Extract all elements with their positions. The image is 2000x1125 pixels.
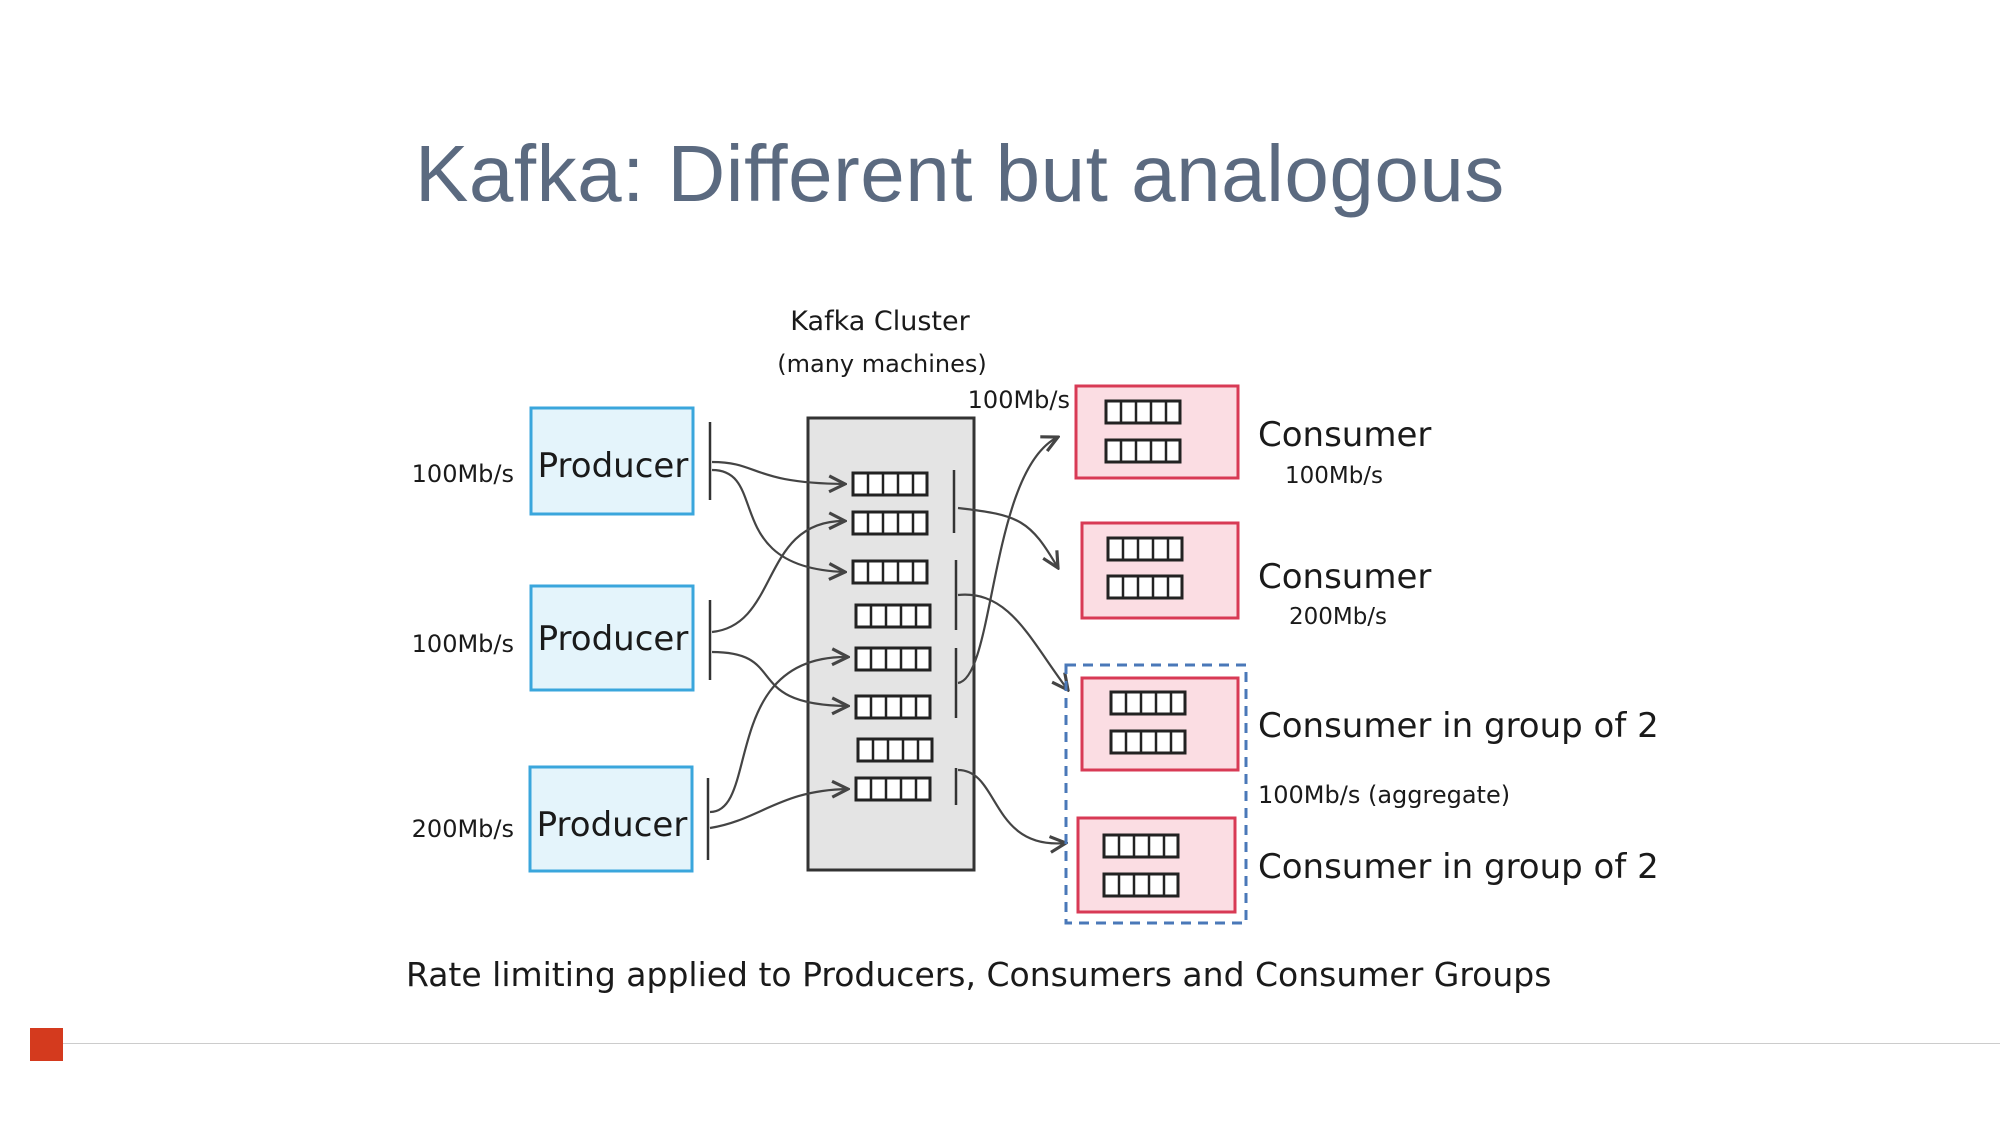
producer-2: Producer xyxy=(529,584,695,692)
consumer-label: Consumer in group of 2 xyxy=(1258,706,1659,746)
consumer-rate: 200Mb/s xyxy=(1289,604,1387,630)
diagram-caption: Rate limiting applied to Producers, Cons… xyxy=(406,955,1552,994)
partition-queue xyxy=(854,646,932,672)
consumer-top-rate: 100Mb/s xyxy=(968,386,1070,414)
cluster-subtitle: (many machines) xyxy=(777,350,987,378)
consumer-queue xyxy=(1106,574,1184,600)
producer-output-bars xyxy=(706,422,712,860)
consumer-label: Consumer xyxy=(1258,557,1431,597)
footer-accent-square xyxy=(30,1028,63,1061)
consumer-queue xyxy=(1102,833,1180,859)
producer-1: Producer xyxy=(529,406,695,516)
consumer-queue xyxy=(1106,536,1184,562)
slide-title: Kafka: Different but analogous xyxy=(415,129,1505,218)
consumer-label: Consumer in group of 2 xyxy=(1258,847,1659,887)
partition-queue xyxy=(854,694,932,720)
consumer-group-rate: 100Mb/s (aggregate) xyxy=(1258,781,1510,809)
producer-flows xyxy=(709,460,848,830)
partition-queue xyxy=(851,510,929,536)
partition-queue xyxy=(851,471,929,497)
partition-queue xyxy=(854,603,932,629)
cluster-title: Kafka Cluster xyxy=(790,306,970,337)
producer-rate: 100Mb/s xyxy=(412,630,514,658)
partition-queue xyxy=(854,776,932,802)
cluster-output-bars xyxy=(952,470,958,805)
consumer-queue xyxy=(1102,872,1180,898)
consumer-queue xyxy=(1104,399,1182,425)
producer-rate: 100Mb/s xyxy=(412,460,514,488)
producer-3: Producer xyxy=(528,765,694,873)
footer-divider xyxy=(60,1043,2000,1044)
consumer-rate: 100Mb/s xyxy=(1285,463,1383,489)
consumer-2 xyxy=(1080,521,1240,620)
consumer-queue xyxy=(1109,729,1187,755)
producer-label: Producer xyxy=(538,446,689,486)
producer-label: Producer xyxy=(538,619,689,659)
consumer-flows xyxy=(957,437,1068,843)
consumer-queue xyxy=(1104,438,1182,464)
consumer-1 xyxy=(1074,384,1240,480)
consumer-group-box xyxy=(1064,663,1248,925)
consumer-label: Consumer xyxy=(1258,415,1431,455)
partition-queue xyxy=(856,737,934,763)
partition-queue xyxy=(851,559,929,585)
consumer-3 xyxy=(1080,676,1240,772)
producer-label: Producer xyxy=(537,805,688,845)
producer-rate: 200Mb/s xyxy=(412,815,514,843)
consumer-4 xyxy=(1076,816,1237,914)
consumer-queue xyxy=(1109,690,1187,716)
